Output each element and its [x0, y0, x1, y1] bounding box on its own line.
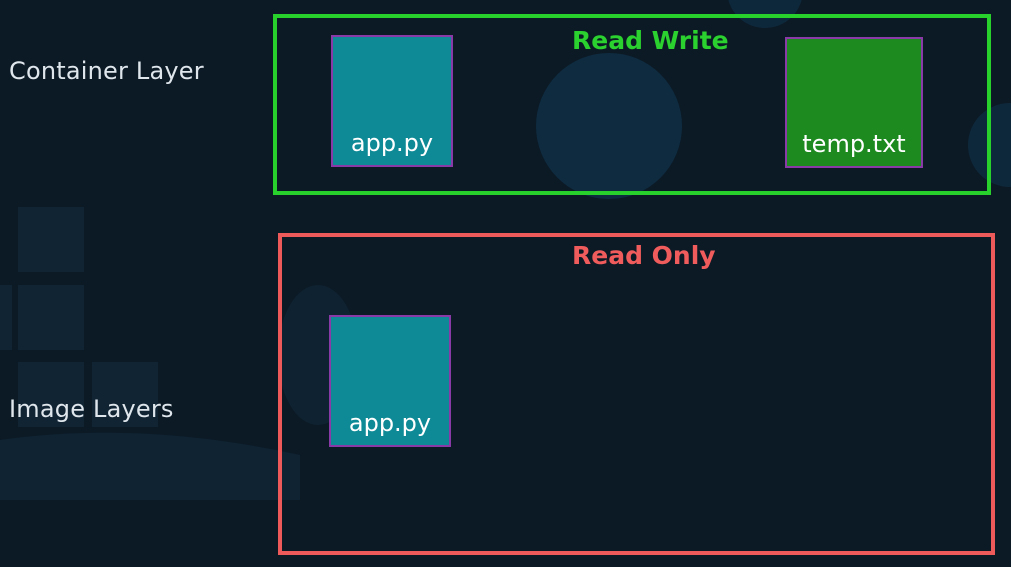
read-only-layer-box	[278, 233, 995, 555]
file-label: app.py	[348, 409, 432, 437]
read-only-title: Read Only	[572, 241, 716, 270]
image-app-py-file: app.py	[329, 315, 451, 447]
container-layer-label: Container Layer	[9, 57, 204, 85]
file-label: app.py	[350, 129, 434, 157]
file-label: temp.txt	[802, 130, 906, 158]
container-app-py-file: app.py	[331, 35, 453, 167]
image-layers-label: Image Layers	[9, 395, 174, 423]
read-write-layer-box	[273, 14, 991, 195]
read-write-title: Read Write	[572, 26, 729, 55]
container-temp-txt-file: temp.txt	[785, 37, 923, 168]
